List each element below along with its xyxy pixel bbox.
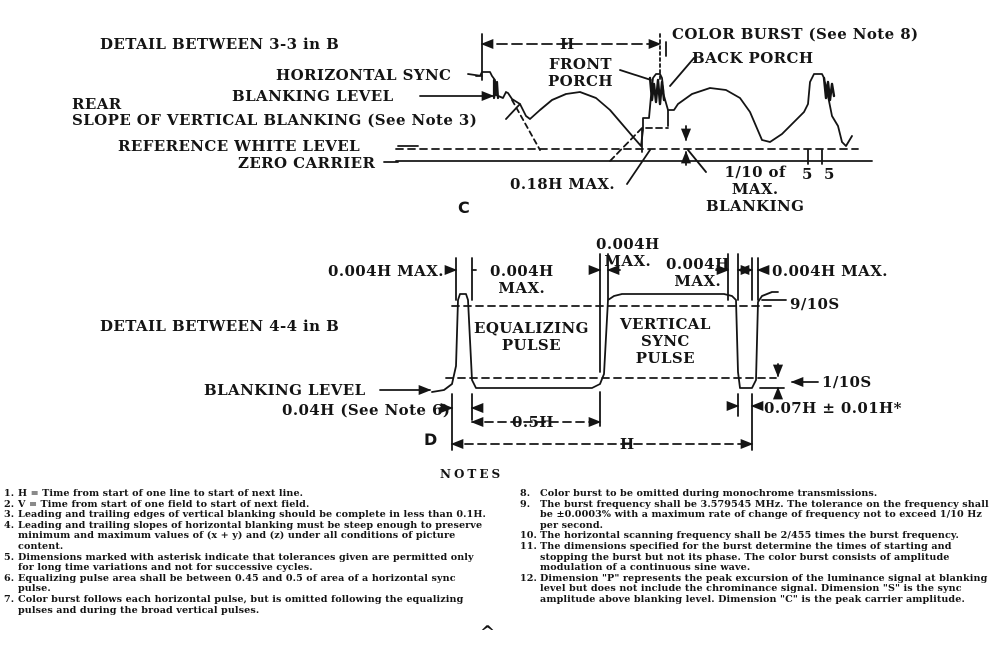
panel-d-h-label: H <box>620 435 635 453</box>
note-number: 11. <box>520 540 537 552</box>
vertical-sync-pulse-label: VERTICAL SYNC PULSE <box>620 315 711 367</box>
note-item: 12.Dimension "P" represents the peak exc… <box>520 572 1002 606</box>
note-item: 5.Dimensions marked with asterisk indica… <box>4 551 486 574</box>
note-text: The horizontal scanning frequency shall … <box>540 530 959 542</box>
max-018h-label: 0.18H MAX. <box>510 175 616 193</box>
note-text: Color burst to be omitted during monochr… <box>540 488 878 499</box>
note-number: 4. <box>4 519 15 531</box>
note-text: The dimensions specified for the burst d… <box>540 540 952 574</box>
notes-list-right: 8. Color burst to be omitted during monoc… <box>520 488 1002 606</box>
note-number: 8. <box>520 488 531 499</box>
note-text: Dimension "P" represents the peak excurs… <box>540 572 988 605</box>
back-porch-label: BACK PORCH <box>692 49 814 67</box>
note-number: 1. <box>4 488 15 499</box>
max-0004h-right: 0.004H MAX. <box>772 262 888 280</box>
note-text: Leading and trailing edges of vertical b… <box>18 509 486 521</box>
reference-white-label: REFERENCE WHITE LEVEL <box>118 137 361 155</box>
note-item: 6.Equalizing pulse area shall be between… <box>4 572 486 595</box>
panel-d-waveform <box>431 291 779 393</box>
max-0004h-top: 0.004H MAX. <box>596 235 660 270</box>
panel-c-drawing <box>383 33 873 185</box>
blanking-level-label-d: BLANKING LEVEL <box>204 381 366 399</box>
panel-d-drawing <box>379 253 819 451</box>
caret-icon: ^ <box>480 622 496 643</box>
note-text: Color burst follows each horizontal puls… <box>18 593 464 616</box>
front-porch-label: FRONT PORCH <box>548 55 613 90</box>
note-number: 3. <box>4 509 15 521</box>
note-item: 11.The dimensions specified for the burs… <box>520 540 1002 574</box>
tenth-blanking-label: 1/10 of MAX. BLANKING <box>706 163 805 215</box>
panel-c-letter: C <box>458 198 471 217</box>
zero-carrier-label: ZERO CARRIER <box>238 154 376 172</box>
note-item: 7.Color burst follows each horizontal pu… <box>4 593 486 616</box>
blanking-level-label-c: BLANKING LEVEL <box>232 87 394 105</box>
note-item: 9. The burst frequency shall be 3.579545 … <box>520 498 1002 532</box>
note-text: Equalizing pulse area shall be between 0… <box>18 572 456 595</box>
note-number: 6. <box>4 572 15 584</box>
note-item: 1.H = Time from start of one line to sta… <box>4 488 486 500</box>
width-007h-label: 0.07H ± 0.01H* <box>764 399 902 417</box>
note-text: The burst frequency shall be 3.579545 MH… <box>540 498 989 531</box>
max-0004h-eq: 0.004H MAX. <box>490 262 554 297</box>
panel-d-letter: D <box>424 430 438 449</box>
max-0004h-left: 0.004H MAX. <box>328 262 444 280</box>
five-label-b: 5 <box>824 165 835 183</box>
horizontal-sync-label: HORIZONTAL SYNC <box>276 66 452 84</box>
half-h-label: 0.5H <box>512 413 554 431</box>
notes-list-left: 1.H = Time from start of one line to sta… <box>4 488 486 616</box>
equalizing-pulse-label: EQUALIZING PULSE <box>474 319 589 354</box>
panel-c-waveform <box>475 71 853 147</box>
max-0004h-mid: 0.004H MAX. <box>666 255 730 290</box>
note-number: 7. <box>4 593 15 605</box>
note-item: 2.V = Time from start of one field to st… <box>4 498 486 511</box>
color-burst-label: COLOR BURST (See Note 8) <box>672 25 919 43</box>
note-number: 12. <box>520 572 537 584</box>
panel-c-title: DETAIL BETWEEN 3-3 in B <box>100 35 340 53</box>
rear-slope-label-2: SLOPE OF VERTICAL BLANKING (See Note 3) <box>72 111 478 129</box>
note-number: 5. <box>4 551 15 563</box>
panel-c-h-label: H <box>560 35 575 53</box>
panel-d-title: DETAIL BETWEEN 4-4 in B <box>100 317 340 335</box>
rear-slope-label-1: REAR <box>72 95 122 113</box>
note-text: Leading and trailing slopes of horizonta… <box>18 519 483 552</box>
note-item: 4.Leading and trailing slopes of horizon… <box>4 519 486 553</box>
note-item: 10.The horizontal scanning frequency sha… <box>520 531 1002 542</box>
five-label-a: 5 <box>802 165 813 183</box>
note-item: 3.Leading and trailing edges of vertical… <box>4 509 486 521</box>
note-text: V = Time from start of one field to star… <box>18 498 310 510</box>
note-item: 8. Color burst to be omitted during monoc… <box>520 488 1002 500</box>
note-number: 9. <box>520 498 531 510</box>
note-number: 10. <box>520 530 537 542</box>
width-004h-label: 0.04H (See Note 6) <box>282 401 451 419</box>
note-text: Dimensions marked with asterisk indicate… <box>18 551 474 574</box>
note-number: 2. <box>4 498 15 510</box>
notes-title: NOTES <box>440 467 504 481</box>
note-text: H = Time from start of one line to start… <box>18 488 304 499</box>
one-tenth-s-label: 1/10S <box>822 373 872 391</box>
nine-tenth-s-label: 9/10S <box>790 295 840 313</box>
